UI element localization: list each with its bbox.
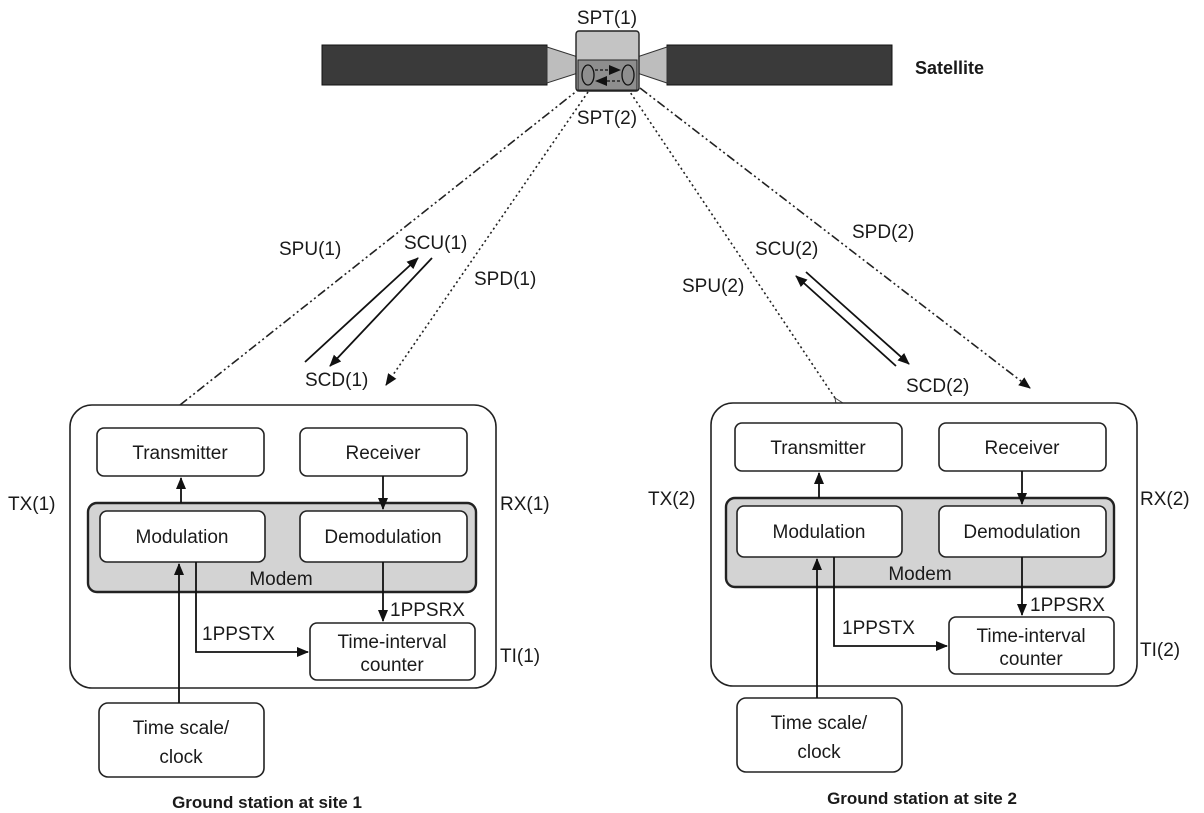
station1-tx-label: TX(1) bbox=[8, 494, 56, 515]
spt2-label: SPT(2) bbox=[577, 108, 637, 129]
station2-tx-label: TX(2) bbox=[648, 489, 696, 510]
station2-rx-label: RX(2) bbox=[1140, 489, 1190, 510]
station1-1ppstx-label: 1PPSTX bbox=[202, 624, 275, 645]
solar-panel-right bbox=[666, 44, 893, 86]
station1-modem-label: Modem bbox=[249, 569, 312, 590]
solar-panel-left bbox=[321, 44, 548, 86]
spu2-label: SPU(2) bbox=[682, 276, 744, 297]
station1-modulation-label: Modulation bbox=[136, 527, 229, 548]
station1-clock-line2: clock bbox=[159, 747, 203, 768]
panel-connector-left bbox=[546, 46, 579, 84]
station2-clock-line1: Time scale/ bbox=[771, 713, 868, 734]
satellite-label: Satellite bbox=[915, 58, 984, 78]
station1-receiver-label: Receiver bbox=[346, 443, 422, 464]
station1-counter-block bbox=[309, 622, 476, 681]
spd1-label: SPD(1) bbox=[474, 269, 536, 290]
station1-modulation-block bbox=[99, 510, 266, 563]
station2-clock-block bbox=[736, 697, 903, 773]
station2-ti-label: TI(2) bbox=[1140, 640, 1180, 661]
transponder-loop-right-icon bbox=[621, 64, 635, 86]
spd1-path bbox=[385, 91, 589, 386]
spu1-label: SPU(1) bbox=[279, 239, 341, 260]
station2-modulation-block bbox=[736, 505, 903, 558]
station1-1ppsrx-label: 1PPSRX bbox=[390, 600, 465, 621]
station2-demodulation-label: Demodulation bbox=[963, 522, 1080, 543]
station2-counter-line2: counter bbox=[999, 649, 1063, 670]
spd2-path bbox=[639, 87, 1031, 389]
scd1-label: SCD(1) bbox=[305, 370, 368, 391]
scd2-arrow bbox=[805, 271, 910, 365]
station2-1ppstx-wire bbox=[833, 557, 948, 651]
station1-transmitter-label: Transmitter bbox=[132, 443, 228, 464]
station1-transmitter-block bbox=[96, 427, 265, 477]
station2-modulation-label: Modulation bbox=[773, 522, 866, 543]
station1-counter-line1: Time-interval bbox=[337, 632, 446, 653]
station2-counter-line1: Time-interval bbox=[976, 626, 1085, 647]
spu2-path bbox=[629, 91, 835, 398]
spu1-path bbox=[180, 89, 579, 405]
station1-ti-label: TI(1) bbox=[500, 646, 540, 667]
station2-title: Ground station at site 2 bbox=[827, 789, 1017, 808]
station2-counter-block bbox=[948, 616, 1115, 675]
station2-1ppstx-label: 1PPSTX bbox=[842, 618, 915, 639]
ground-station-1: Transmitter Receiver Modem Modulation De… bbox=[8, 404, 550, 812]
scd2-label: SCD(2) bbox=[906, 376, 969, 397]
station1-clock-line1: Time scale/ bbox=[133, 718, 230, 739]
station1-demodulation-label: Demodulation bbox=[324, 527, 441, 548]
scu1-label: SCU(1) bbox=[404, 233, 467, 254]
signal-links: SPU(1) SCU(1) SPD(1) SCD(1) SPU(2) SCU(2… bbox=[180, 87, 1031, 405]
station2-clock-line2: clock bbox=[797, 742, 841, 763]
station2-transmitter-block bbox=[734, 422, 903, 472]
panel-connector-right bbox=[636, 46, 668, 84]
spt1-label: SPT(1) bbox=[577, 8, 637, 29]
station2-1ppsrx-label: 1PPSRX bbox=[1030, 595, 1105, 616]
scu2-arrow bbox=[795, 275, 897, 367]
scu2-label: SCU(2) bbox=[755, 239, 818, 260]
spd2-label: SPD(2) bbox=[852, 222, 914, 243]
transponder-loop-left-icon bbox=[581, 64, 595, 86]
station1-title: Ground station at site 1 bbox=[172, 793, 362, 812]
station2-modem-label: Modem bbox=[888, 564, 951, 585]
satellite: SPT(1) SPT(2) Satellite bbox=[321, 8, 984, 129]
station1-counter-line2: counter bbox=[360, 655, 424, 676]
ground-station-2: Transmitter Receiver Modem Modulation De… bbox=[648, 402, 1190, 808]
station1-rx-label: RX(1) bbox=[500, 494, 550, 515]
station2-transmitter-label: Transmitter bbox=[770, 438, 866, 459]
station2-receiver-label: Receiver bbox=[985, 438, 1061, 459]
station1-clock-block bbox=[98, 702, 265, 778]
scu1-arrow bbox=[304, 257, 419, 363]
scd1-arrow bbox=[329, 257, 433, 367]
station1-1ppstx-wire bbox=[195, 562, 309, 657]
